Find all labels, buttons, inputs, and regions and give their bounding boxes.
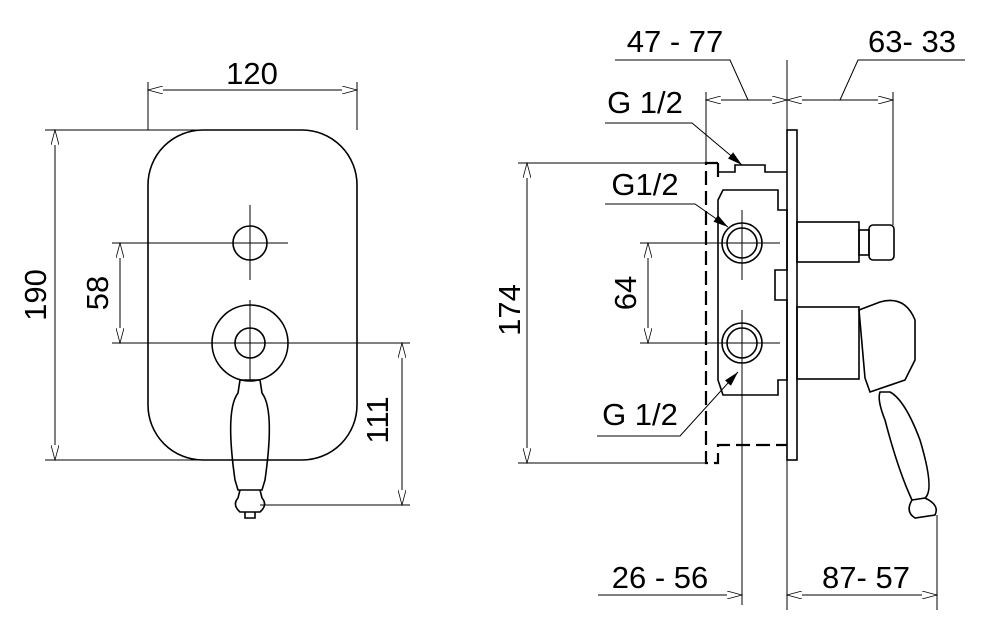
wall-plate [786, 129, 798, 461]
diverter-knob [212, 205, 288, 280]
front-view: 120 190 58 111 [18, 56, 410, 519]
lever-handle [229, 379, 271, 519]
depth-top-left: 47 - 77 [627, 24, 724, 59]
diverter-spindle [796, 221, 895, 263]
height-dimension-side: 174 [492, 284, 527, 336]
mixer-rosette [205, 300, 295, 382]
lever-dimension: 111 [360, 396, 395, 443]
connection-lower-label: G 1/2 [602, 397, 678, 432]
spacing-dimension: 58 [80, 276, 115, 310]
connection-top-label: G 1/2 [607, 85, 683, 120]
depth-bottom-right: 87- 57 [822, 560, 910, 595]
depth-top-right: 63- 33 [868, 24, 956, 59]
spacing-dimension-side: 64 [608, 276, 643, 310]
side-view: 47 - 77 63- 33 174 64 26 - 56 87- 57 G 1… [492, 24, 965, 610]
connection-upper-label: G1/2 [611, 167, 678, 202]
mixer-handle-side [796, 299, 938, 519]
height-dimension: 190 [18, 269, 53, 321]
width-dimension: 120 [226, 56, 278, 91]
cover-plate [147, 129, 358, 461]
depth-bottom-left: 26 - 56 [612, 560, 709, 595]
